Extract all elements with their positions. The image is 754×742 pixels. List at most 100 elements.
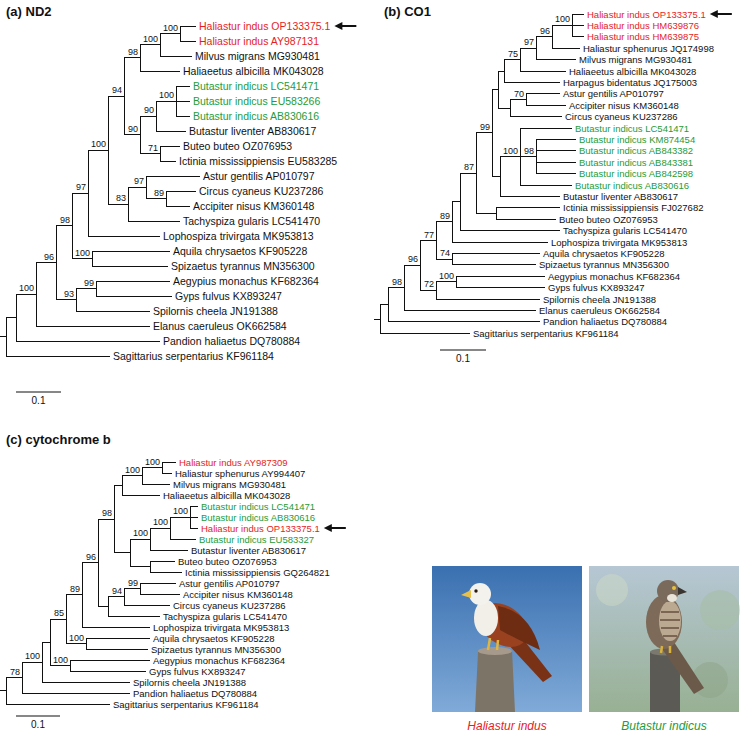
tree-branch [36, 326, 150, 327]
tree-branch [66, 643, 86, 644]
tree-branch [510, 99, 526, 100]
taxon-label: Spizaetus tyrannus MN356300 [171, 260, 315, 272]
tree-branch [520, 185, 572, 186]
tree-branch [492, 90, 493, 177]
tree-branch [170, 517, 171, 539]
taxon-label: Sagittarius serpentarius KF961184 [473, 328, 619, 339]
tree-branch [180, 41, 196, 42]
tree-branch [124, 605, 170, 606]
tree-branch [50, 619, 51, 665]
arrow-head [334, 22, 342, 30]
bootstrap-value: 98 [60, 215, 70, 225]
taxon-label: Lophospiza trivirgata MK953813 [153, 622, 289, 633]
taxon-label: Milvus migrans MG930481 [173, 479, 286, 490]
tree-branch [0, 690, 6, 691]
bootstrap-value: 100 [163, 23, 178, 33]
tree-branch [436, 282, 437, 299]
bootstrap-value: 100 [75, 248, 90, 258]
photo-caption: Butastur indicus [621, 719, 706, 733]
tree-branch [6, 317, 16, 318]
tree-branch [124, 588, 140, 589]
tree-branch [526, 94, 527, 105]
taxon-label: Pandion haliaetus DQ780884 [163, 335, 300, 347]
taxon-label: Ictinia mississippiensis EU583285 [179, 155, 337, 167]
arrow-shaft [330, 527, 346, 529]
photo-caption: Haliastur indus [467, 719, 546, 733]
tree-branch [404, 265, 420, 266]
bootstrap-value: 72 [424, 279, 434, 289]
tree-branch [456, 276, 545, 277]
bootstrap-value: 98 [524, 146, 534, 156]
tree-branch [452, 202, 453, 242]
tree-branch [436, 259, 452, 260]
panel-title: (c) cytochrome b [6, 432, 111, 447]
bootstrap-value: 96 [44, 252, 54, 262]
bootstrap-value: 98 [128, 47, 138, 57]
tree-branch [122, 475, 142, 476]
taxon-label: Accipiter nisus KM360148 [183, 589, 293, 600]
tree-branch [504, 82, 560, 83]
bootstrap-value: 100 [153, 517, 168, 527]
wooden-post [475, 650, 515, 712]
bootstrap-value: 93 [64, 289, 74, 299]
tree-branch [76, 289, 77, 312]
bootstrap-value: 85 [54, 608, 64, 618]
tree-branch [498, 71, 499, 108]
taxon-label: Butastur indicus LC541471 [193, 80, 319, 92]
bootstrap-value: 89 [154, 188, 164, 198]
tree-branch [420, 290, 436, 291]
bird-chest [659, 601, 681, 641]
tree-branch [140, 116, 141, 154]
taxon-label: Tachyspiza gularis LC541470 [563, 225, 687, 236]
tree-branch [76, 288, 96, 289]
taxon-label: Milvus migrans MG930481 [579, 54, 692, 65]
tree-branch [436, 221, 452, 222]
bird-wing [498, 606, 540, 650]
scale-label: 0.1 [32, 395, 46, 407]
taxon-label: Gyps fulvus KX893247 [548, 282, 645, 293]
bootstrap-value: 100 [145, 457, 160, 467]
tree-branch [160, 146, 161, 161]
tree-branch [536, 173, 576, 174]
taxon-label: Butastur indicus AB830616 [193, 110, 319, 122]
haliastur-photo [432, 566, 582, 712]
tree-branch [404, 310, 536, 311]
taxon-label: Lophospiza trivirgata MK953813 [551, 237, 687, 248]
bootstrap-value: 94 [112, 586, 122, 596]
tree-branch [420, 240, 436, 241]
taxon-label: Tachyspiza gularis LC541470 [183, 215, 320, 227]
tree-branch [56, 299, 76, 300]
tree-branch [82, 563, 83, 627]
tree-branch [108, 597, 109, 616]
taxon-label: Circus cyaneus KU237286 [199, 185, 323, 197]
bootstrap-value: 99 [84, 278, 94, 288]
bootstrap-value: 90 [144, 105, 154, 115]
tree-branch [504, 59, 520, 60]
scale-bar [16, 715, 60, 716]
taxon-label: Butastur indicus KM874454 [579, 134, 695, 145]
tree-branch [140, 71, 180, 72]
tree-branch [452, 253, 540, 254]
tree-branch [128, 221, 180, 222]
bird-throat [667, 594, 677, 602]
tree-branch [6, 704, 110, 705]
taxon-label: Milvus migrans MG930481 [195, 50, 320, 62]
taxon-label: Pandion haliaetus DQ780884 [133, 688, 257, 699]
tree-branch [130, 539, 131, 567]
tree-branch [166, 206, 190, 207]
tree-branch [536, 162, 576, 163]
tree-branch [170, 539, 196, 540]
tree-branch [492, 89, 498, 90]
tree-branch [122, 476, 123, 495]
taxon-label: Butastur indicus LC541471 [575, 123, 689, 134]
tree-branch [150, 572, 182, 573]
tree-branch [572, 14, 584, 15]
tree-branch [146, 198, 166, 199]
taxon-label: Aegypius monachus KF682364 [173, 275, 319, 287]
bootstrap-value: 70 [514, 89, 524, 99]
tree-branch [150, 561, 175, 562]
bootstrap-value: 83 [116, 193, 126, 203]
tree-branch [140, 583, 176, 584]
tree-branch [452, 253, 453, 264]
bootstrap-value: 100 [91, 139, 106, 149]
